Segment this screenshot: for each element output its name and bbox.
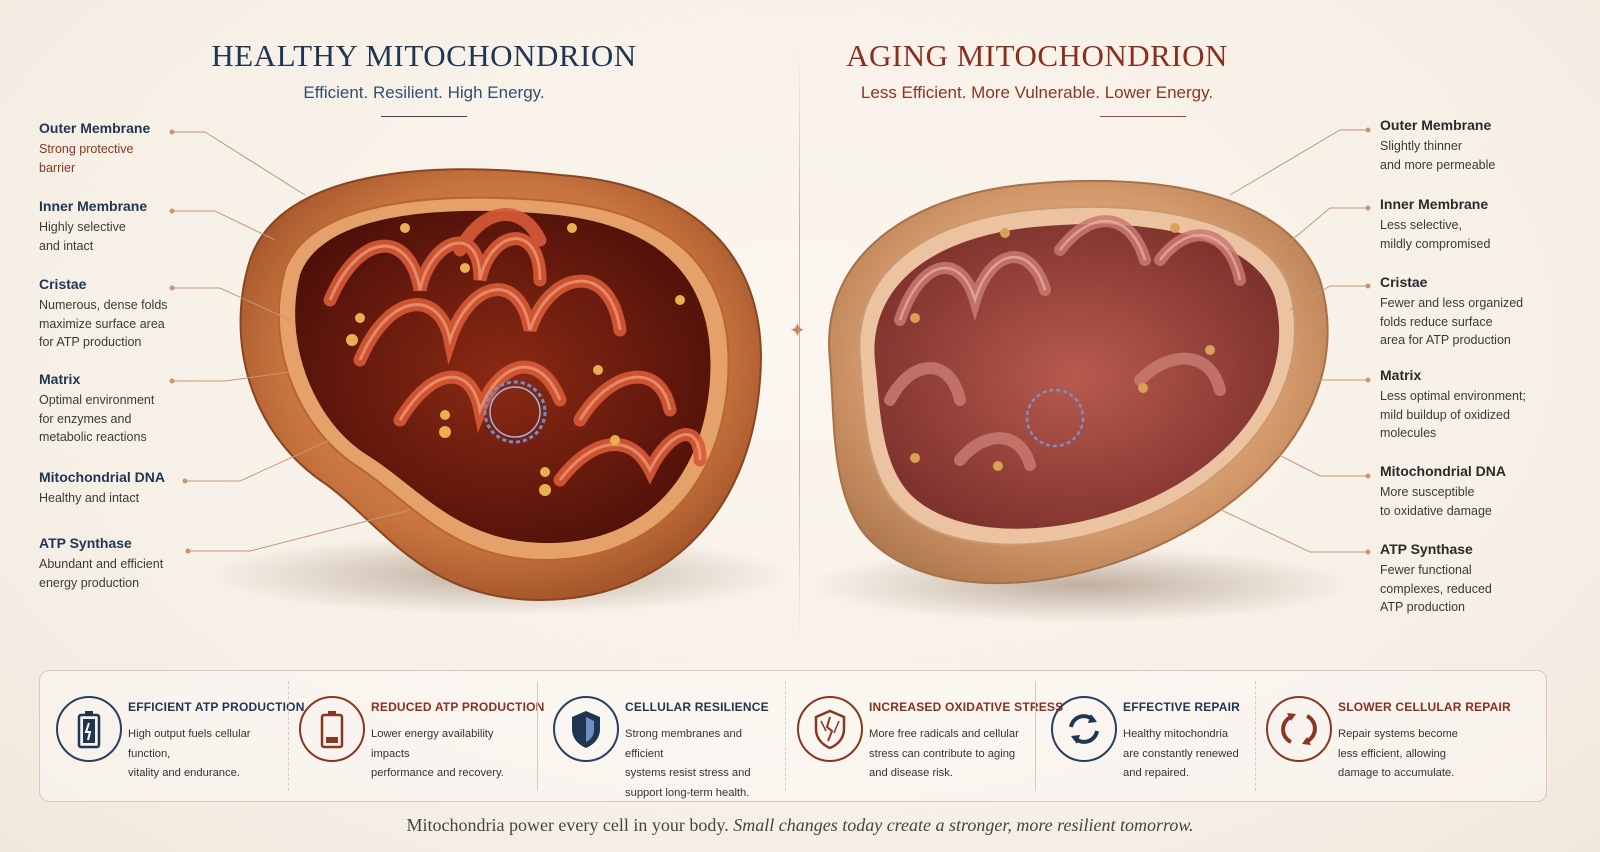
label-title: Inner Membrane [1380,196,1489,212]
healthy-label-inner-membrane: Inner Membrane Highly selective and inta… [39,198,239,255]
aging-label-mitochondrial-dna: Mitochondrial DNA More susceptible to ox… [1380,463,1580,520]
label-title: ATP Synthase [39,535,132,551]
cracked-shield-icon [797,696,863,762]
label-desc: Healthy and intact [39,491,140,505]
label-desc: Highly selective and intact [39,220,126,253]
healthy-title: HEALTHY MITOCHONDRION [211,38,637,73]
aging-label-cristae: Cristae Fewer and less organized folds r… [1380,274,1580,350]
footer-tagline: Mitochondria power every cell in your bo… [0,815,1600,836]
label-desc: Optimal environment for enzymes and meta… [39,393,155,444]
label-desc: Fewer functional complexes, reduced ATP … [1380,563,1492,614]
label-desc: Numerous, dense folds maximize surface a… [39,298,168,349]
leader-lines [172,129,1368,553]
feature-desc: High output fuels cellular function, vit… [128,728,251,779]
aging-label-outer-membrane: Outer Membrane Slightly thinner and more… [1380,117,1580,174]
battery-full-icon [56,696,122,762]
label-title: Outer Membrane [1380,117,1492,133]
aging-label-atp-synthase: ATP Synthase Fewer functional complexes,… [1380,541,1580,617]
label-title: Matrix [39,371,81,387]
healthy-label-outer-membrane: Outer Membrane Strong protective barrier [39,120,239,177]
aging-label-matrix: Matrix Less optimal environment; mild bu… [1380,367,1580,443]
feature-desc: More free radicals and cellular stress c… [869,728,1019,779]
refresh-icon [1051,696,1117,762]
aging-label-inner-membrane: Inner Membrane Less selective, mildly co… [1380,196,1580,253]
healthy-subtitle: Efficient. Resilient. High Energy. [303,83,545,102]
footer-italic: Small changes today create a stronger, m… [733,815,1194,835]
label-desc: Strong protective barrier [39,142,134,175]
label-desc: Slightly thinner and more permeable [1380,139,1496,172]
label-title: Mitochondrial DNA [1380,463,1506,479]
mitochondria-illustration [169,127,1371,623]
healthy-label-atp-synthase: ATP Synthase Abundant and efficient ener… [39,535,239,592]
label-desc: More susceptible to oxidative damage [1380,485,1492,518]
aging-title-rule [1100,116,1186,117]
feature-title: REDUCED ATP PRODUCTION [371,700,545,714]
label-title: Cristae [39,276,87,292]
feature-divider [1255,681,1257,791]
healthy-mitochondrion [210,168,790,615]
label-desc: Fewer and less organized folds reduce su… [1380,296,1524,347]
label-title: Mitochondrial DNA [39,469,165,485]
feature-title: EFFECTIVE REPAIR [1123,700,1240,714]
feature-desc: Healthy mitochondria are constantly rene… [1123,728,1239,779]
slow-refresh-icon [1266,696,1332,762]
label-title: Matrix [1380,367,1422,383]
label-desc: Less optimal environment; mild buildup o… [1380,389,1526,440]
aging-mitochondrion [810,179,1350,623]
feature-divider [537,681,538,791]
feature-desc: Repair systems become less efficient, al… [1338,728,1458,779]
feature-title: INCREASED OXIDATIVE STRESS [869,700,1064,714]
shield-icon [553,696,619,762]
healthy-label-cristae: Cristae Numerous, dense folds maximize s… [39,276,239,352]
comparison-strip: EFFICIENT ATP PRODUCTION High output fue… [39,670,1547,802]
label-title: Cristae [1380,274,1428,290]
label-title: Outer Membrane [39,120,151,136]
healthy-label-matrix: Matrix Optimal environment for enzymes a… [39,371,239,447]
aging-title: AGING MITOCHONDRION [846,38,1228,73]
feature-title: SLOWER CELLULAR REPAIR [1338,700,1511,714]
label-desc: Less selective, mildly compromised [1380,218,1491,251]
battery-low-icon [299,696,365,762]
sparkle-icon: ✦ [789,320,806,342]
feature-title: CELLULAR RESILIENCE [625,700,769,714]
footer-main: Mitochondria power every cell in your bo… [406,815,729,835]
healthy-title-rule [381,116,467,117]
feature-divider [785,681,787,791]
healthy-label-mitochondrial-dna: Mitochondrial DNA Healthy and intact [39,469,239,508]
label-desc: Abundant and efficient energy production [39,557,164,590]
aging-subtitle: Less Efficient. More Vulnerable. Lower E… [860,83,1214,102]
label-title: Inner Membrane [39,198,148,214]
feature-divider [288,681,290,791]
feature-desc: Lower energy availability impacts perfor… [371,728,504,779]
center-divider [799,50,800,640]
feature-desc: Strong membranes and efficient systems r… [625,728,751,799]
feature-title: EFFICIENT ATP PRODUCTION [128,700,305,714]
feature-divider [1035,681,1036,791]
label-title: ATP Synthase [1380,541,1473,557]
